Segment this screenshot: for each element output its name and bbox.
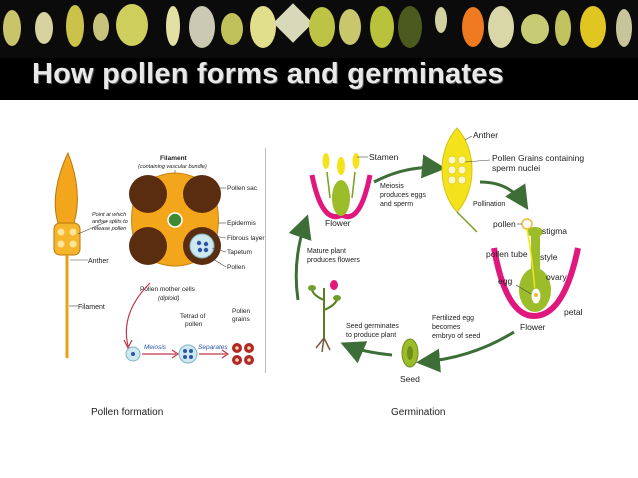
pollen-image — [488, 6, 514, 48]
slide-title: How pollen forms and germinates — [32, 58, 504, 90]
label-mature-1: Mature plant — [307, 248, 346, 255]
label-diploid: (diploid) — [158, 296, 179, 302]
pollen-image — [93, 13, 109, 41]
label-seed-germinates-2: to produce plant — [346, 332, 396, 339]
label-pollen-sac: Pollen sac — [227, 185, 258, 192]
label-point-split-1: Point at which — [92, 212, 126, 218]
pollen-image — [555, 10, 571, 46]
label-anther: Anther — [473, 130, 498, 140]
label-point-split-2: anther splits to — [92, 219, 128, 225]
label-pollen-grains-1: Pollen Grains containing — [492, 153, 584, 163]
label-filament: Filament — [78, 304, 105, 311]
label-epidermis: Epidermis — [227, 220, 257, 227]
label-meiosis-2: produces eggs — [380, 192, 426, 199]
flower-right — [491, 218, 581, 319]
label-pollen: pollen — [493, 219, 516, 229]
pollen-image — [66, 5, 84, 47]
pollen-image — [309, 7, 335, 47]
panel-divider — [265, 148, 266, 373]
label-anther: Anther — [88, 258, 109, 265]
pollen-formation-diagram: Point at which anther splits to release … — [53, 151, 265, 365]
pollen-image — [580, 6, 606, 48]
pollen-image — [398, 6, 422, 48]
pollen-image — [370, 6, 394, 48]
label-pollen-grains-2: sperm nuclei — [492, 163, 540, 173]
title-banner: How pollen forms and germinates — [0, 0, 638, 100]
pollen-image — [189, 6, 215, 48]
label-flower-left: Flower — [325, 218, 351, 228]
label-pollen-tube: pollen tube — [486, 249, 528, 259]
pollen-image — [166, 6, 180, 46]
seed — [401, 338, 419, 368]
label-mature-2: produces flowers — [307, 257, 360, 264]
pollen-image — [3, 10, 21, 46]
pollen-image — [221, 13, 243, 45]
label-tetrad-1: Tetrad of — [180, 313, 205, 320]
pollen-image — [339, 9, 361, 45]
label-separates: Separates — [198, 344, 228, 351]
mature-plant — [308, 280, 341, 353]
anther-with-pollen — [441, 127, 478, 233]
label-fertilized-3: embryo of seed — [432, 333, 480, 340]
label-meiosis-1: Meiosis — [380, 183, 404, 190]
label-fertilized-1: Fertilized egg — [432, 315, 474, 322]
label-pollination: Pollination — [473, 201, 505, 208]
arrow-flower-to-seed — [416, 330, 515, 373]
pollen-image — [521, 14, 549, 44]
label-seed: Seed — [400, 374, 420, 384]
pollen-images-strip — [0, 0, 638, 58]
caption-pollen-formation: Pollen formation — [91, 407, 164, 418]
tetrad — [178, 344, 198, 364]
label-mother-cells: Pollen mother cells — [140, 286, 196, 293]
pollen-image — [35, 12, 53, 44]
pollen-image — [116, 4, 148, 46]
arrow-stamen-to-anther — [373, 154, 446, 184]
label-fertilized-2: becomes — [432, 324, 461, 331]
label-flower-right: Flower — [520, 322, 546, 332]
label-style: style — [540, 252, 558, 262]
label-filament-top-sub: (containing vascular bundle) — [138, 164, 207, 170]
mother-cell — [125, 346, 141, 362]
anther-illustration — [53, 151, 81, 358]
pollen-image — [616, 9, 632, 47]
pollen-image — [435, 7, 447, 33]
label-tapetum: Tapetum — [227, 249, 252, 256]
pollen-image — [462, 7, 484, 47]
arrow-plant-to-flower — [288, 214, 312, 301]
label-filament-top: Filament — [160, 155, 188, 162]
label-grains-2: grains — [232, 316, 250, 323]
label-tetrad-2: pollen — [185, 321, 203, 328]
label-stamen: Stamen — [369, 152, 399, 162]
arrow-anther-to-flower — [479, 180, 529, 211]
label-grains-1: Pollen — [232, 308, 250, 315]
label-pollen: Pollen — [227, 264, 245, 271]
anther-cross-section — [129, 172, 221, 267]
label-stigma: stigma — [542, 226, 567, 236]
label-ovary: ovary — [546, 272, 568, 282]
arrow-seed-to-plant — [340, 341, 393, 364]
label-seed-germinates-1: Seed germinates — [346, 323, 399, 330]
pollen-image — [250, 6, 276, 48]
caption-germination: Germination — [391, 407, 446, 418]
label-fibrous-layer: Fibrous layer — [227, 235, 265, 242]
label-egg: egg — [498, 276, 512, 286]
label-meiosis: Meiosis — [144, 344, 167, 351]
flower-left — [309, 153, 373, 220]
label-point-split-3: release pollen — [92, 226, 126, 232]
label-meiosis-3: and sperm — [380, 201, 413, 208]
pollen-grains — [232, 343, 254, 365]
germination-cycle-diagram: Stamen Flower Meiosis produces eggs and … — [288, 127, 584, 384]
label-petal: petal — [564, 307, 583, 317]
